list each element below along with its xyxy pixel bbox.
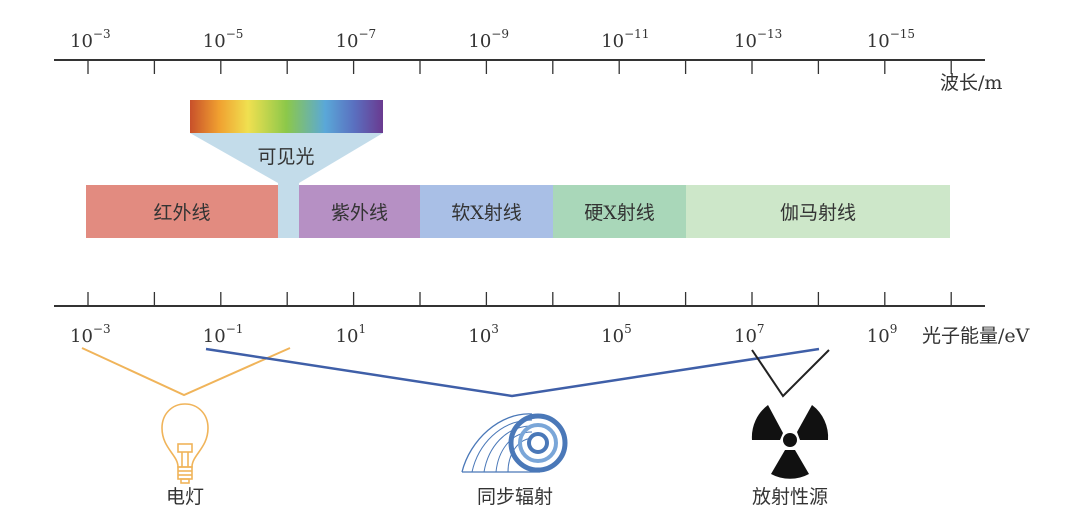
wavelength-axis: 10−3 10−5 10−7 10−9 10−11 10−13 10−15: [54, 27, 985, 74]
band-label: 硬X射线: [584, 202, 655, 224]
light-bulb-icon: [161, 403, 209, 484]
energy_axis-tick-label: 10−1: [203, 322, 244, 347]
visible-light-funnel: [190, 133, 383, 238]
band-1: [299, 185, 420, 238]
band-3: [553, 185, 686, 238]
wavelength_axis-tick-label: 10−11: [601, 27, 649, 52]
wavelength_axis-tick-label: 10−13: [734, 27, 782, 52]
band-4: [686, 185, 950, 238]
wavelength_axis-tick-label: 10−9: [468, 27, 509, 52]
energy_axis-tick-label: 103: [468, 322, 499, 347]
synchrotron-icon: [461, 413, 568, 473]
wavelength_axis-tick-label: 10−5: [203, 27, 244, 52]
energy_axis-tick-label: 109: [867, 322, 898, 347]
radiation-icon: [751, 405, 829, 479]
wavelength_axis-tick-label: 10−3: [70, 27, 111, 52]
band-label: 软X射线: [451, 202, 522, 224]
band-0: [86, 185, 278, 238]
energy-axis-label: 光子能量/eV: [922, 325, 1030, 347]
visible-light-label: 可见光: [257, 146, 314, 168]
wavelength_axis-tick-label: 10−7: [336, 27, 377, 52]
light-bulb-range-line: [81, 347, 291, 397]
band-label: 紫外线: [331, 202, 388, 224]
source-label: 同步辐射: [477, 486, 553, 508]
band-label: 红外线: [153, 202, 210, 224]
energy_axis-tick-label: 10−3: [70, 322, 111, 347]
band-label: 伽马射线: [780, 202, 856, 224]
energy-axis: 10−3 10−1 101 103 105 107 109: [54, 292, 985, 347]
energy_axis-tick-label: 101: [336, 322, 367, 347]
band-2: [420, 185, 553, 238]
energy_axis-tick-label: 107: [734, 322, 765, 347]
source-label: 电灯: [166, 486, 204, 508]
wavelength-axis-label: 波长/m: [940, 72, 1002, 94]
radioactive-range-line: [751, 349, 830, 398]
spectrum-bands: 红外线 紫外线 软X射线 硬X射线 伽马射线: [86, 185, 950, 238]
wavelength_axis-tick-label: 10−15: [867, 27, 915, 52]
source-label: 放射性源: [752, 486, 828, 508]
synchrotron-range-line: [205, 347, 820, 398]
energy_axis-tick-label: 105: [601, 322, 632, 347]
visible-spectrum-gradient: [190, 100, 383, 133]
